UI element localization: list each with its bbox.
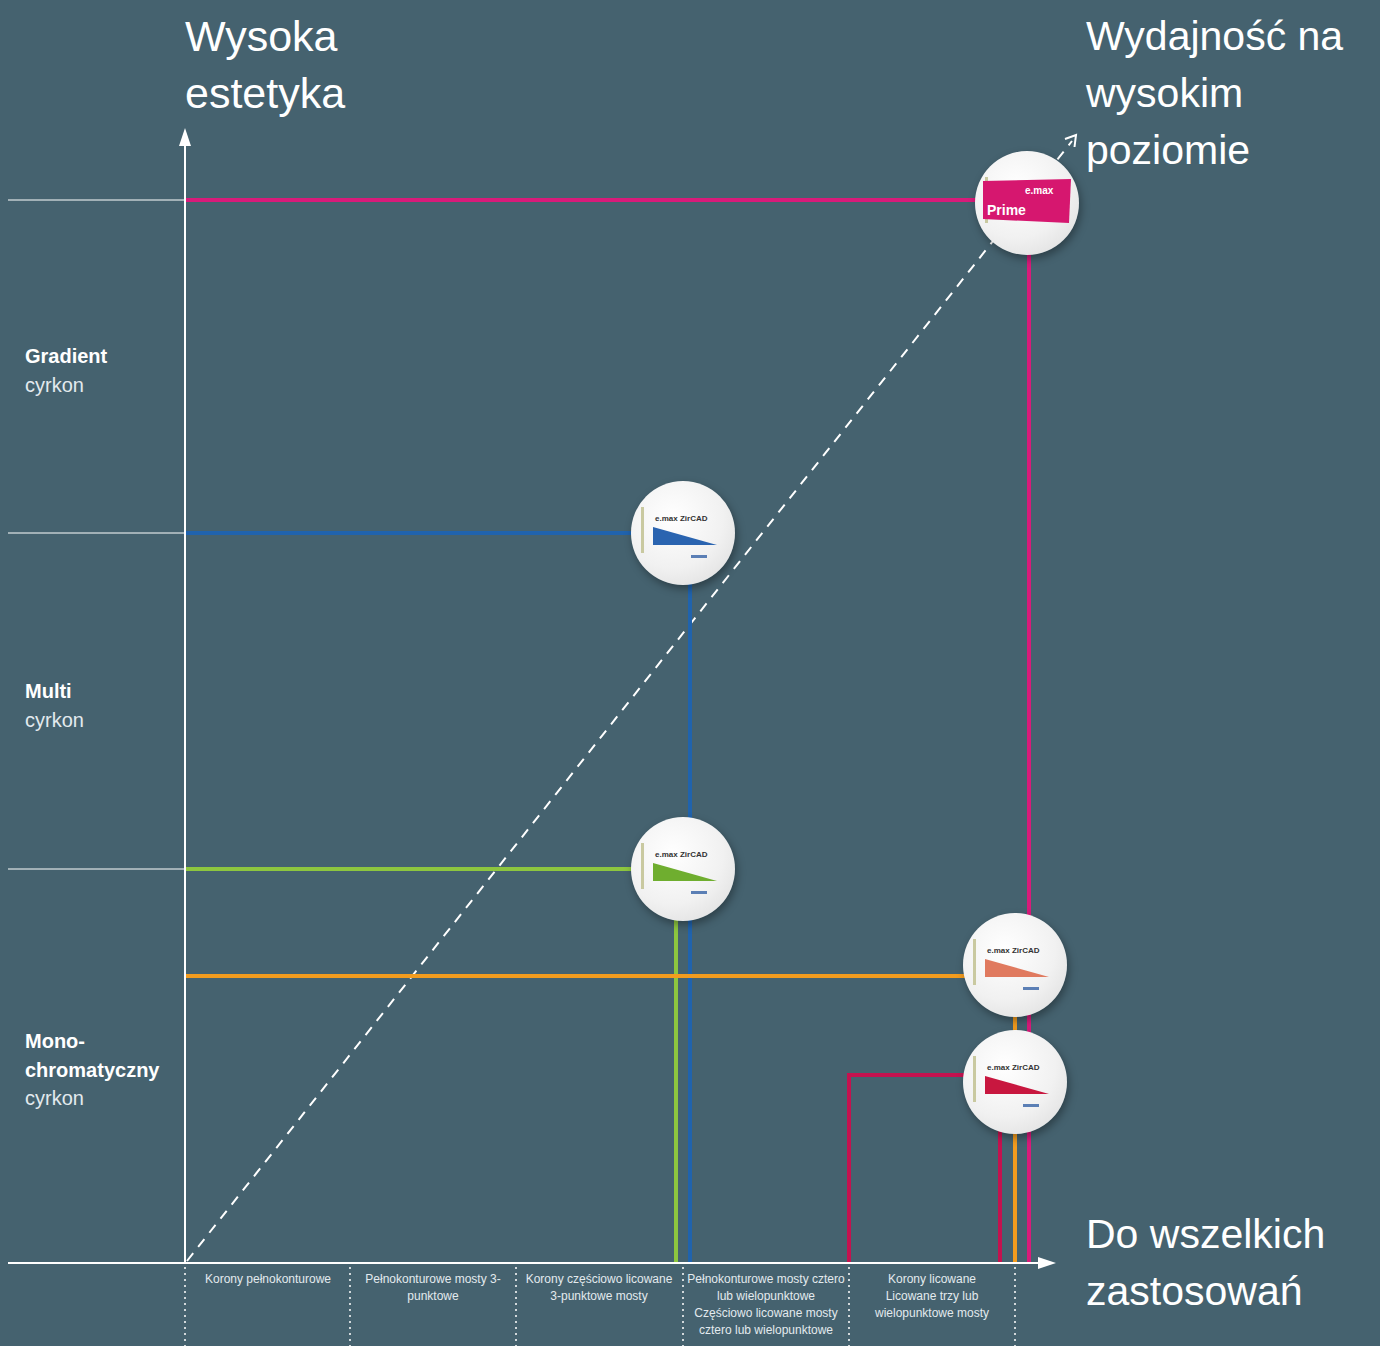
disc-logo-mark xyxy=(691,555,707,558)
category-label: cyrkon xyxy=(25,372,175,398)
disc-logo-mark xyxy=(1023,1104,1039,1107)
category-label: Multi xyxy=(25,678,175,704)
column-separator xyxy=(682,1267,684,1346)
product-line xyxy=(185,533,690,1263)
disc-label-text: e.max ZirCAD xyxy=(987,947,1039,956)
column-label: Częściowo licowane mosty cztero lub wiel… xyxy=(686,1305,846,1339)
disc-label-art xyxy=(631,817,735,921)
disc-label-art xyxy=(963,1030,1067,1134)
column-label: Korony pełnokonturowe xyxy=(188,1271,348,1288)
column-label: Pełnokonturowe mosty cztero lub wielopun… xyxy=(686,1271,846,1305)
disc-wedge xyxy=(653,527,717,545)
category-label: cyrkon xyxy=(25,1085,175,1111)
column-label: Korony licowane xyxy=(852,1271,1012,1288)
axis-title: Wysoka estetyka xyxy=(185,8,415,122)
tick-line xyxy=(8,533,185,534)
y-axis xyxy=(184,142,186,1263)
diagonal-arrowhead xyxy=(1065,135,1076,147)
column-separator xyxy=(184,1267,186,1346)
product-disc: e.maxPrime xyxy=(975,151,1079,255)
axis-title: Do wszelkich zastosowań xyxy=(1086,1206,1376,1320)
product-disc: e.max ZirCAD xyxy=(963,1030,1067,1134)
axes xyxy=(8,142,1042,1263)
disc-wedge xyxy=(653,863,717,881)
disc-edge-mark xyxy=(641,843,644,889)
disc-logo-mark xyxy=(1023,987,1039,990)
tick-line xyxy=(8,200,185,201)
column-label: Pełnokonturowe mosty 3-punktowe xyxy=(353,1271,513,1305)
product-line xyxy=(185,200,1029,1263)
disc-label-text: e.max ZirCAD xyxy=(987,1064,1039,1073)
product-line xyxy=(185,976,1015,1263)
disc-edge-mark xyxy=(973,1056,976,1102)
disc-edge-mark xyxy=(641,507,644,553)
column-label: 3-punktowe mosty xyxy=(519,1288,679,1305)
y-axis-arrowhead xyxy=(179,128,191,146)
disc-band xyxy=(983,179,1071,223)
disc-label-art xyxy=(631,481,735,585)
product-disc: e.max ZirCAD xyxy=(631,481,735,585)
disc-label-art xyxy=(963,913,1067,1017)
column-separator xyxy=(515,1267,517,1346)
product-lines xyxy=(185,200,1029,1263)
x-axis xyxy=(8,1262,1042,1264)
column-separators xyxy=(185,1267,1015,1346)
product-line xyxy=(185,869,676,1263)
product-disc: e.max ZirCAD xyxy=(963,913,1067,1017)
category-label: Mono- chromatyczny xyxy=(25,1027,175,1085)
disc-label-text: e.max ZirCAD xyxy=(655,515,707,524)
disc-label-text: e.max ZirCAD xyxy=(655,851,707,860)
disc-wedge xyxy=(985,959,1049,977)
disc-wedge xyxy=(985,1076,1049,1094)
product-disc: e.max ZirCAD xyxy=(631,817,735,921)
diagonal-dashed xyxy=(187,141,1072,1261)
column-separator xyxy=(848,1267,850,1346)
column-label: Korony częściowo licowane xyxy=(519,1271,679,1288)
column-separator xyxy=(1014,1267,1016,1346)
disc-label-text: Prime xyxy=(987,203,1026,218)
column-label: Licowane trzy lub wielopunktowe mosty xyxy=(852,1288,1012,1322)
x-axis-arrowhead xyxy=(1038,1257,1056,1269)
category-label: cyrkon xyxy=(25,707,175,733)
disc-label-text: e.max xyxy=(1025,185,1053,196)
disc-logo-mark xyxy=(691,891,707,894)
axis-title: Wydajność na wysokim poziomie xyxy=(1086,8,1376,179)
tick-line xyxy=(8,869,185,870)
disc-edge-mark xyxy=(973,939,976,985)
tick-lines xyxy=(8,200,185,869)
category-label: Gradient xyxy=(25,343,175,369)
column-separator xyxy=(349,1267,351,1346)
